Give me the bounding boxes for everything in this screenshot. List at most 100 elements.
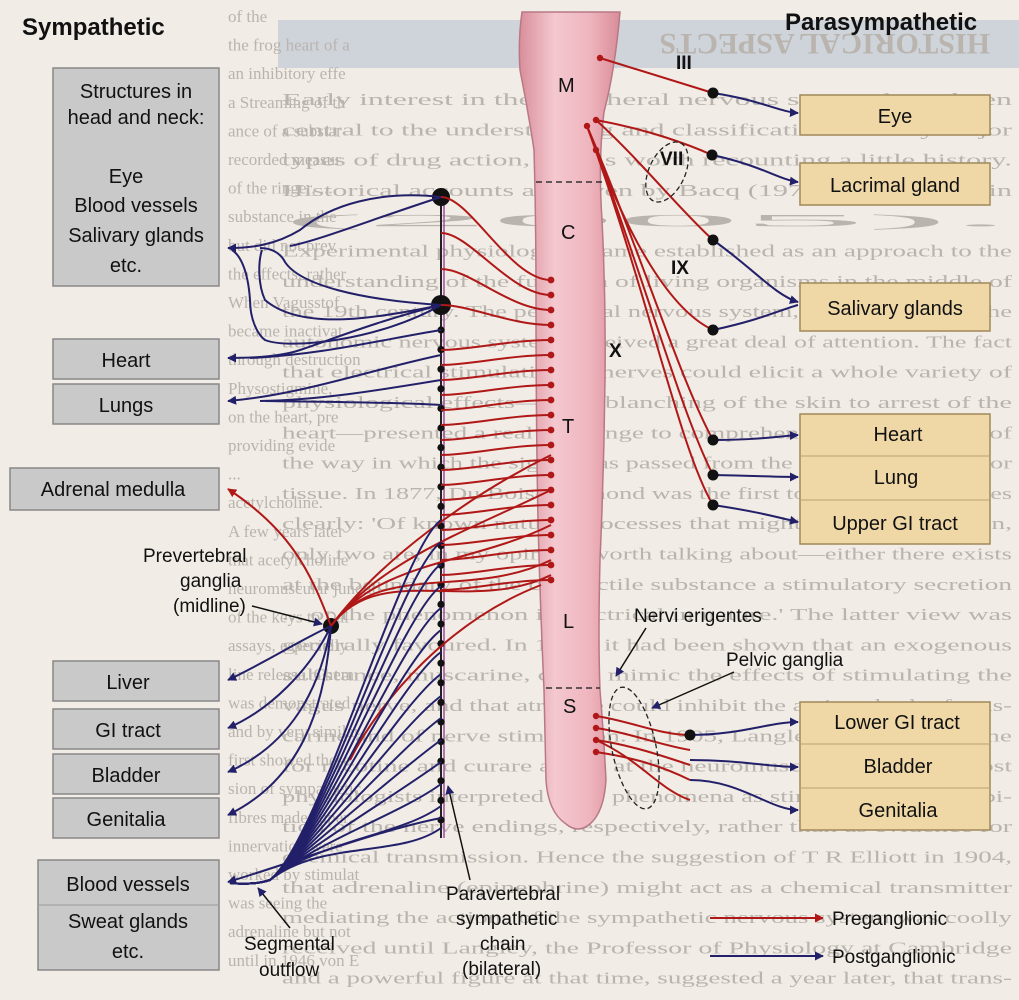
- parasympathetic-ganglion: [707, 499, 719, 511]
- pre-fibre-thoracolumbar: [440, 268, 552, 311]
- background-left-fragment: a Streaming of th: [228, 93, 346, 112]
- chain-ganglion: [437, 796, 445, 805]
- pre-fibre-to-prevertebral: [330, 574, 552, 627]
- post-fibre-pelvic: [689, 717, 799, 736]
- background-left-fragment: providing evide: [228, 436, 335, 455]
- box-heart-label: Heart: [102, 350, 151, 372]
- background-left-fragment: was demonstrated: [228, 693, 351, 712]
- box-lower-gi-label: Lower GI tract: [834, 712, 960, 734]
- pre-fibre-thoracolumbar: [440, 399, 552, 411]
- cord-parasympathetic-exit-dot: [592, 146, 600, 154]
- background-text-line: received until Langley, the Professor of…: [282, 938, 1012, 957]
- background-text-lines: Early interest in the peripheral nervous…: [282, 90, 1013, 1000]
- parasympathetic-ganglion: [707, 87, 719, 99]
- paravertebral-label-2: sympathetic: [456, 909, 557, 930]
- box-lungs: [52, 383, 220, 425]
- pre-fibre-VII-a: [595, 119, 713, 156]
- cord-outflow-dot: [547, 456, 555, 464]
- background-text-line: and a powerful figure at that time, sugg…: [282, 969, 1013, 988]
- box-head-neck-line-5: Salivary glands: [68, 225, 204, 247]
- cord-outflow-dot: [547, 516, 555, 524]
- parasympathetic-ganglion: [707, 234, 719, 246]
- parasympathetic-ganglion: [707, 434, 719, 446]
- chain-ganglion: [437, 502, 445, 510]
- cord-outflow-dot: [547, 291, 555, 299]
- pre-fibre-thoracolumbar: [440, 304, 552, 326]
- box-head-neck: [52, 67, 220, 287]
- pre-fibre-to-prevertebral: [330, 524, 552, 627]
- box-vessels-line-2: Sweat glands: [68, 911, 188, 933]
- post-fibre-eye: [712, 92, 799, 118]
- background-heading-bar: [278, 20, 1019, 68]
- cord-parasympathetic-exit-dot: [592, 748, 600, 756]
- background-text-line: (2005).: [282, 211, 1012, 230]
- cord-region-labels: M C T L S: [558, 75, 576, 718]
- parasympathetic-fibres: [586, 57, 799, 815]
- background-left-fragment: Physostigmine,: [228, 379, 332, 398]
- parasympathetic-ganglia: [583, 54, 719, 756]
- cord-outflow-dot: [547, 366, 555, 374]
- box-head-neck-line-6: etc.: [110, 255, 142, 277]
- pre-fibre-to-prevertebral: [330, 454, 552, 627]
- box-vessels-line-1: Blood vessels: [66, 874, 189, 896]
- box-genitalia-right-label: Genitalia: [859, 800, 939, 822]
- segmental-outflow-label-1: Segmental: [244, 934, 335, 955]
- box-liver-label: Liver: [106, 672, 150, 694]
- pre-fibre-adrenal-medulla: [227, 488, 332, 627]
- background-text-line: physiological effects—from blanching of …: [282, 393, 1012, 412]
- background-left-fragment: A few years later: [228, 522, 344, 541]
- background-left-fragment: first showed these: [228, 751, 351, 770]
- post-fibre-head-2: [289, 196, 442, 247]
- pre-fibre-sacral: [595, 715, 691, 736]
- box-thoracic-group: [799, 413, 991, 545]
- cord-parasympathetic-exit-dot: [592, 116, 600, 124]
- box-heart-right-label: Heart: [874, 424, 923, 446]
- box-lung-label: Lung: [874, 467, 919, 489]
- post-fibre-bladder: [227, 625, 332, 773]
- background-left-fragment: of the ringer, ...: [228, 179, 333, 198]
- pre-fibre-to-prevertebral: [330, 489, 552, 627]
- cord-outflow-dot: [547, 561, 555, 569]
- background-text-line: mediating the actions of the sympathetic…: [282, 908, 1013, 927]
- background-left-fragment: worked by stimulat: [228, 865, 360, 884]
- background-left-fragment: and by very similar: [228, 722, 360, 741]
- background-text-line: autonomic nervous system, received a gre…: [282, 332, 1012, 351]
- post-fibre-head-5: [231, 249, 442, 345]
- sympathetic-target-boxes: Structures in head and neck: Eye Blood v…: [9, 67, 220, 971]
- prevertebral-pointer: [251, 605, 323, 627]
- pre-fibre-thoracolumbar: [440, 339, 552, 351]
- pre-fibre-thoracolumbar: [440, 196, 552, 281]
- sympathetic-header: Sympathetic: [22, 14, 165, 41]
- box-vessels-line-3: etc.: [112, 941, 144, 963]
- chain-ganglion: [437, 424, 445, 432]
- background-left-fragment: until in 1946 von E: [228, 951, 359, 970]
- box-liver: [52, 660, 220, 702]
- background-left-fragment: neuromuscular junctio: [228, 579, 381, 598]
- cord-parasympathetic-exit-dot: [596, 54, 604, 62]
- box-pelvic-group: [799, 701, 991, 831]
- pre-fibre-thoracolumbar: [440, 414, 552, 426]
- post-fibre-lungs-1: [227, 354, 442, 405]
- box-eye-label: Eye: [878, 106, 912, 128]
- post-fibre-pelvic: [689, 759, 799, 772]
- pre-fibre-thoracolumbar: [440, 534, 552, 546]
- box-bladder: [52, 753, 220, 795]
- post-fibre-heart-2: [249, 329, 442, 359]
- background-left-fragment: through destruction: [228, 350, 361, 369]
- cord-parasympathetic-exit-dot: [592, 712, 600, 720]
- box-blood-vessels-sweat: [37, 859, 220, 971]
- box-gi-tract-label: GI tract: [95, 720, 161, 742]
- pelvic-fibres: [595, 715, 799, 815]
- background-left-fragment: substance in the: [228, 207, 337, 226]
- segmental-outflow-fibre: [229, 827, 442, 885]
- segmental-outflow-fan: [229, 519, 442, 885]
- background-left-fragment: acetylcholine.: [228, 493, 323, 512]
- prevertebral-label-3: (midline): [173, 596, 246, 617]
- box-salivary-glands: [799, 282, 991, 332]
- region-label-C: C: [561, 222, 575, 244]
- chain-ganglion: [437, 659, 445, 667]
- box-head-neck-line-4: Blood vessels: [74, 195, 197, 217]
- background-left-fragment: on the heart, pre: [228, 407, 338, 426]
- background-text-line: that electrical stimulation of nerves co…: [282, 363, 1013, 382]
